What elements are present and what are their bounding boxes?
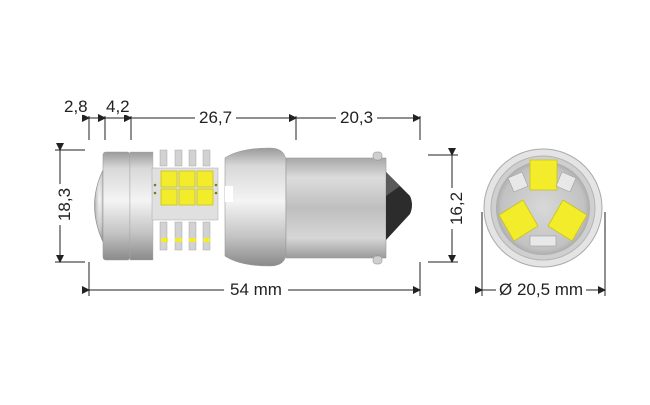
bulb-side-view	[94, 147, 412, 267]
dim-total-length-label: 54 mm	[224, 281, 288, 298]
dim-base-label: 20,3	[336, 109, 378, 126]
dim-height-left-label: 18,3	[55, 183, 74, 226]
led-chips	[160, 170, 214, 206]
dim-lens-label: 2,8	[64, 97, 88, 116]
bayonet-base	[285, 157, 387, 259]
dim-height-right-label: 16,2	[447, 187, 466, 230]
end-led-chips	[498, 159, 588, 242]
lens-dome	[94, 169, 104, 243]
dim-led-body-label: 26,7	[195, 109, 237, 126]
dim-collar-label: 4,2	[106, 97, 130, 116]
front-collar	[102, 151, 131, 261]
dim-diameter-label: Ø 20,5 mm	[496, 281, 587, 298]
rear-collar	[224, 147, 287, 267]
bulb-end-view	[483, 148, 603, 268]
